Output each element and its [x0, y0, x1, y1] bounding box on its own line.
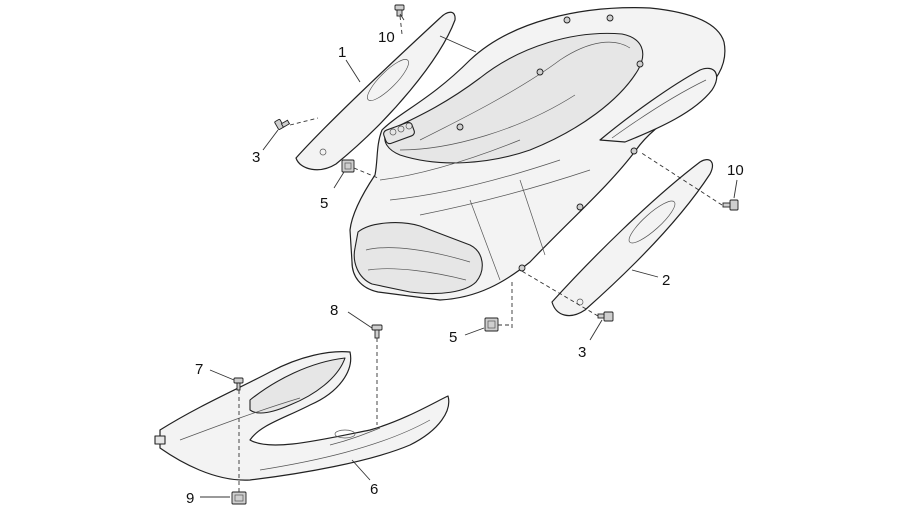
callout-5-left: 5 — [320, 195, 328, 212]
callout-labels: 1 10 3 5 10 2 8 5 3 7 6 9 — [186, 29, 744, 507]
callout-10-right: 10 — [727, 162, 744, 179]
callout-8: 8 — [330, 302, 338, 319]
screw-8 — [371, 324, 383, 339]
screw-7 — [233, 377, 244, 391]
callout-3-right: 3 — [578, 344, 586, 361]
clip-5-lower — [484, 317, 499, 332]
left-side-panel — [295, 11, 456, 171]
screw-3-left — [274, 118, 291, 130]
callout-3-left: 3 — [252, 149, 260, 166]
rear-body-shell — [349, 7, 726, 301]
callout-2: 2 — [662, 272, 670, 289]
leader-lines — [200, 13, 738, 498]
right-side-panel — [551, 159, 713, 317]
clip-9 — [231, 491, 247, 505]
screw-3-right — [597, 311, 614, 322]
callout-10-top: 10 — [378, 29, 395, 46]
callout-7: 7 — [195, 361, 203, 378]
callout-6: 6 — [370, 481, 378, 498]
callout-5-lower: 5 — [449, 329, 457, 346]
callout-9: 9 — [186, 490, 194, 507]
callout-1: 1 — [338, 44, 346, 61]
screw-10-top — [394, 4, 405, 17]
assembly-lines — [238, 15, 723, 492]
lower-under-cover — [154, 351, 450, 481]
screw-10-right — [722, 199, 739, 211]
clip-5-left — [341, 159, 355, 173]
